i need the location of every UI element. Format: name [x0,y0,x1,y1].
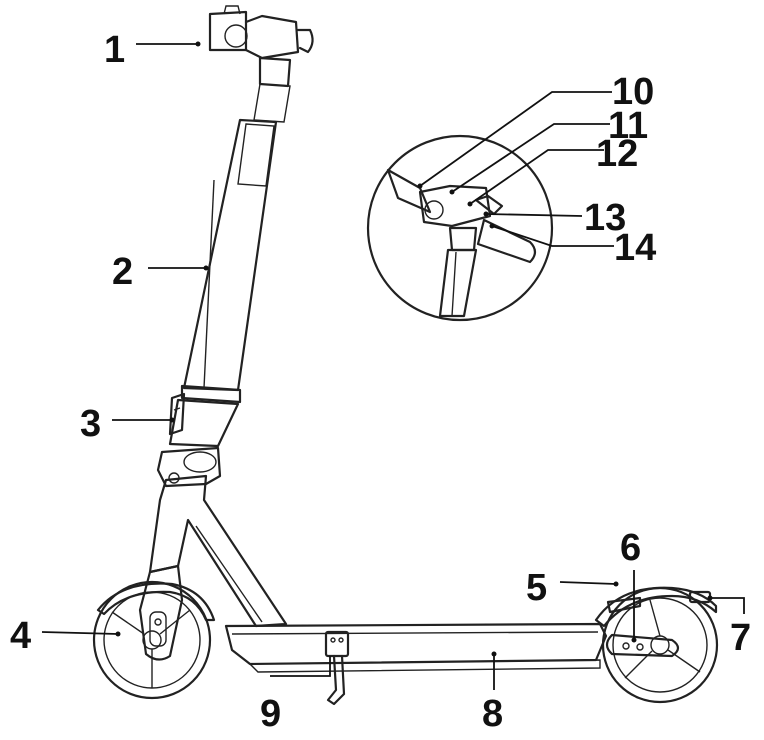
deck [224,622,608,673]
callout-1: 1 [104,29,125,71]
callout-3: 3 [80,403,101,445]
front-wheel [92,580,212,700]
callout-2: 2 [112,251,133,293]
handlebar-detail-circle [366,134,554,322]
callout-8: 8 [482,693,503,735]
leader-lines [41,41,745,690]
handlebar [208,5,314,88]
front-fender [96,582,216,622]
callout-5: 5 [526,567,547,609]
callout-12: 12 [596,133,638,175]
front-fork [138,564,184,661]
callout-14: 14 [614,227,656,269]
callout-4: 4 [10,615,31,657]
callout-10: 10 [612,71,654,113]
rear-hub-bracket [605,633,680,658]
rear-wheel [601,586,719,704]
frame [148,474,288,628]
callout-6: 6 [620,527,641,569]
kickstand [324,630,350,706]
callout-13: 13 [584,197,626,239]
callout-7: 7 [730,617,751,659]
rear-brake-pedal [606,596,642,614]
callout-11: 11 [608,105,648,147]
folding-mechanism [156,446,222,488]
callout-9: 9 [260,693,281,735]
stem [168,83,291,448]
